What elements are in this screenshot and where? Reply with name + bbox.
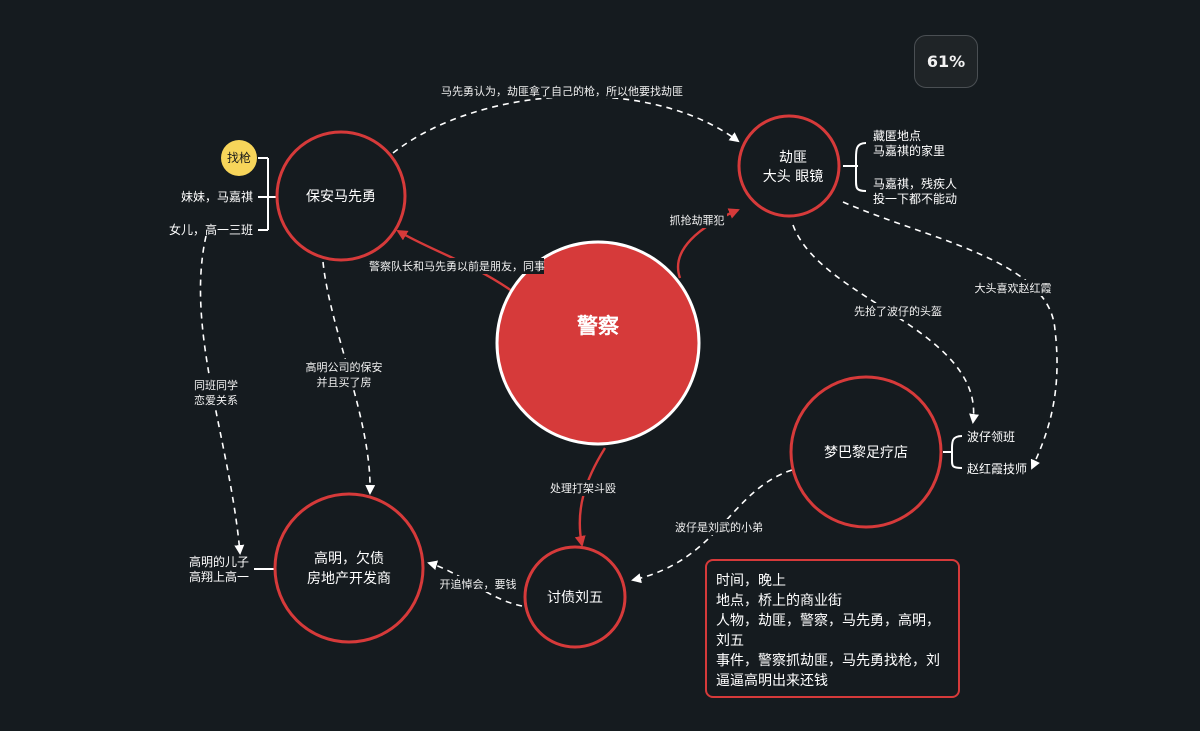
label-classmates-1: 同班同学: [194, 378, 238, 392]
label-guard-gaoming-2: 并且买了房: [317, 375, 372, 389]
label-classmates-2: 恋爱关系: [194, 393, 238, 407]
brackets: [254, 142, 963, 570]
note-spa-zhao: 赵红霞技师: [967, 461, 1027, 476]
tag-find-gun[interactable]: 找枪: [221, 140, 257, 176]
info-people: 人物，劫匪，警察，马先勇，高明，刘五: [716, 613, 940, 649]
node-gaoming-line2: 房地产开发商: [307, 571, 391, 587]
link-liuwu-gaoming: [427, 560, 523, 607]
link-labels: 马先勇认为，劫匪拿了自己的枪，所以他要找劫匪 警察队长和马先勇以前是朋友，同事 …: [193, 82, 1054, 592]
node-gaoming[interactable]: 高明，欠债 房地产开发商: [273, 492, 425, 644]
node-robber-line2: 大头 眼镜: [763, 169, 823, 185]
link-center-guard: [396, 229, 513, 292]
node-robber-line1: 劫匪: [779, 150, 807, 166]
dashed-links: [199, 95, 1058, 607]
node-gaoming-line1: 高明，欠债: [314, 550, 384, 567]
guard-bracket: [258, 157, 278, 231]
label-center-robber: 抓抢劫罪犯: [670, 213, 725, 227]
label-spa-liuwu: 波仔是刘武的小弟: [675, 520, 763, 534]
tag-find-gun-label: 找枪: [227, 150, 251, 165]
note-guard-daughter: 女儿，高一三班: [169, 222, 253, 237]
link-robber-spa: [792, 224, 979, 424]
note-spa-bozai: 波仔领班: [967, 430, 1015, 444]
link-robber-likes: [842, 201, 1058, 470]
note-robber-note-1: 马嘉祺，残疾人: [873, 176, 957, 191]
label-guard-gaoming-1: 高明公司的保安: [306, 360, 383, 374]
link-center-liuwu: [574, 447, 607, 547]
link-guard-robber: [392, 95, 740, 154]
info-event: 事件，警察抓劫匪，马先勇找枪，刘逼逼高明出来还钱: [716, 653, 940, 689]
robber-bracket: [843, 142, 867, 192]
note-robber-note-2: 投一下都不能动: [873, 191, 957, 206]
label-center-guard: 警察队长和马先勇以前是朋友，同事: [369, 259, 545, 273]
node-guard-label: 保安马先勇: [306, 189, 376, 205]
note-robber-hideout-1: 藏匿地点: [873, 129, 921, 143]
link-classmates: [199, 235, 245, 555]
note-gaoming-son-1: 高明的儿子: [189, 554, 249, 569]
node-guard[interactable]: 保安马先勇: [275, 130, 407, 262]
label-guard-robber: 马先勇认为，劫匪拿了自己的枪，所以他要找劫匪: [441, 84, 683, 98]
note-guard-sister: 妹妹，马嘉祺: [181, 190, 253, 204]
note-gaoming-son-2: 高翔上高一: [189, 569, 249, 584]
info-time: 时间，晚上: [716, 573, 786, 589]
node-center[interactable]: 警察: [495, 240, 701, 446]
node-spa-label: 梦巴黎足疗店: [824, 445, 908, 461]
zoom-level-text: 61%: [926, 52, 966, 71]
node-robber[interactable]: 劫匪 大头 眼镜: [737, 114, 841, 218]
spa-bracket: [943, 435, 963, 469]
info-place: 地点，桥上的商业街: [716, 593, 842, 609]
label-center-liuwu: 处理打架斗殴: [550, 481, 616, 495]
node-center-label: 警察: [576, 314, 620, 338]
label-robber-spa: 先抢了波仔的头盔: [854, 304, 942, 318]
info-box[interactable]: 时间，晚上 地点，桥上的商业街 人物，劫匪，警察，马先勇，高明，刘五 事件，警察…: [705, 559, 960, 698]
side-notes: 妹妹，马嘉祺 女儿，高一三班 藏匿地点 马嘉祺的家里 马嘉祺，残疾人 投一下都不…: [169, 129, 1027, 584]
node-spa[interactable]: 梦巴黎足疗店: [789, 375, 943, 529]
note-robber-hideout-2: 马嘉祺的家里: [873, 143, 945, 158]
link-guard-gaoming: [322, 261, 376, 495]
node-liuwu-label: 讨债刘五: [547, 590, 603, 606]
label-robber-likes: 大头喜欢赵红霞: [975, 281, 1052, 295]
node-liuwu[interactable]: 讨债刘五: [523, 545, 627, 649]
zoom-level-button[interactable]: 61%: [914, 35, 978, 88]
label-liuwu-gaoming: 开追悼会，要钱: [440, 577, 517, 591]
